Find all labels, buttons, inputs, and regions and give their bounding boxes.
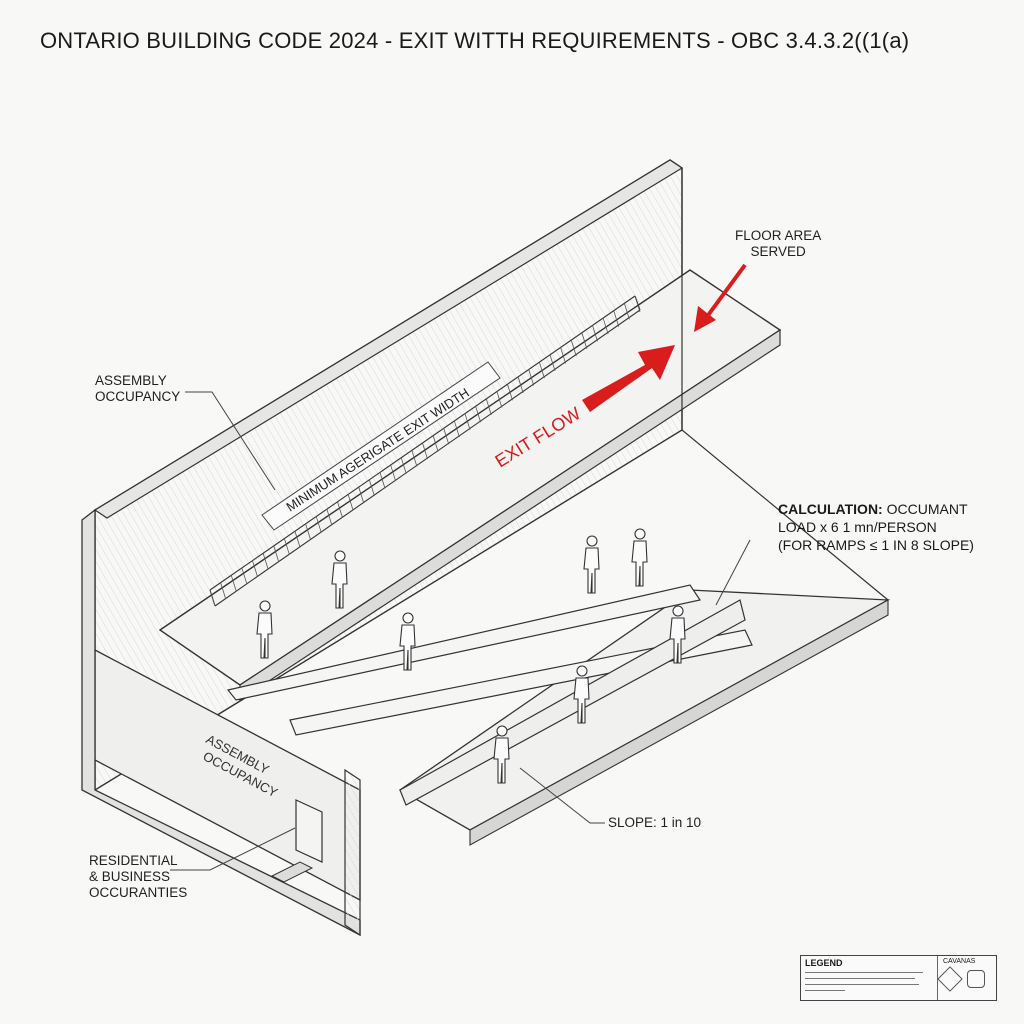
- assembly-occupancy-label: ASSEMBLY OCCUPANCY: [95, 373, 181, 404]
- baluster: [613, 310, 620, 327]
- floor-area-served-label: FLOOR AREA SERVED: [735, 228, 822, 259]
- baluster: [634, 295, 641, 313]
- baluster: [475, 406, 482, 423]
- baluster: [581, 332, 588, 349]
- lower-platform: [398, 589, 891, 831]
- baluster: [294, 531, 301, 548]
- baluster: [453, 420, 460, 438]
- baluster: [623, 303, 630, 320]
- person-figures: [256, 528, 686, 784]
- baluster: [400, 457, 407, 474]
- legend-divider: [937, 956, 938, 1000]
- calculation-line1: OCCUMANT: [886, 501, 968, 517]
- baluster: [602, 317, 609, 335]
- baluster: [262, 553, 269, 570]
- page-title: ONTARIO BUILDING CODE 2024 - EXIT WITTH …: [40, 28, 910, 53]
- floor-area-arrow: [694, 263, 747, 332]
- stamp-icon: [967, 970, 985, 988]
- baluster: [560, 347, 567, 364]
- baluster: [485, 398, 492, 416]
- baluster: [273, 545, 280, 563]
- lower-platform-edge: [469, 599, 889, 846]
- calculation-heading: CALCULATION:: [778, 501, 883, 517]
- person-figure: [573, 665, 590, 724]
- calculation-line2: LOAD x 6 1 mn/PERSON: [778, 519, 937, 535]
- baluster: [368, 479, 375, 496]
- ramp-3: [399, 599, 746, 806]
- baluster: [305, 523, 312, 540]
- baluster: [549, 354, 556, 371]
- person-figure: [669, 605, 686, 664]
- person-figure: [331, 550, 348, 609]
- compass-icon: [937, 966, 963, 992]
- legend-subtitle: CAVANAS: [943, 958, 976, 965]
- baluster: [422, 442, 428, 460]
- person-figure: [631, 528, 648, 587]
- baluster: [230, 575, 237, 592]
- baluster: [379, 472, 386, 489]
- legend-line: [805, 972, 923, 973]
- baluster: [432, 435, 439, 452]
- baluster: [315, 516, 322, 533]
- baluster: [517, 376, 524, 393]
- person-figure: [256, 600, 273, 659]
- baluster: [347, 494, 354, 511]
- baluster: [538, 362, 545, 379]
- baluster: [411, 450, 418, 467]
- baluster: [337, 501, 343, 518]
- person-figure: [399, 612, 416, 671]
- baluster: [209, 589, 216, 607]
- exit-flow-arrow: [582, 345, 675, 412]
- ramp-1: [226, 584, 701, 701]
- legend-line: [805, 978, 915, 979]
- legend-line: [805, 984, 919, 985]
- door-step: [270, 861, 314, 883]
- baluster: [220, 582, 227, 599]
- legend-box: LEGEND CAVANAS: [800, 955, 997, 1001]
- calculation-note: CALCULATION: OCCUMANT LOAD x 6 1 mn/PERS…: [778, 500, 974, 554]
- baluster: [496, 391, 503, 408]
- slope-label: SLOPE: 1 in 10: [608, 815, 702, 830]
- baluster: [528, 369, 535, 386]
- legend-title: LEGEND: [805, 958, 843, 968]
- baluster: [241, 567, 248, 585]
- baluster: [326, 509, 333, 526]
- baluster: [464, 413, 471, 430]
- right-wall: [681, 168, 889, 601]
- legend-line: [805, 990, 845, 991]
- person-figure: [583, 535, 600, 594]
- handrail-balusters: [209, 295, 641, 607]
- width-label-band: [261, 361, 501, 531]
- ramp-2: [289, 629, 753, 736]
- residential-business-label: RESIDENTIAL & BUSINESS OCCURANTIES: [89, 853, 188, 900]
- baluster: [358, 486, 365, 504]
- baluster: [390, 464, 397, 482]
- person-figure: [493, 725, 510, 784]
- calculation-line3: (FOR RAMPS ≤ 1 in 8 SLOPE): [778, 537, 974, 553]
- lower-room-side: [344, 768, 361, 937]
- room-door: [295, 799, 323, 863]
- baluster: [507, 384, 513, 401]
- baluster: [443, 428, 450, 445]
- baluster: [283, 538, 290, 555]
- baluster: [252, 560, 258, 577]
- leader-lines: [170, 391, 751, 871]
- baluster: [570, 339, 577, 357]
- baluster: [592, 325, 598, 342]
